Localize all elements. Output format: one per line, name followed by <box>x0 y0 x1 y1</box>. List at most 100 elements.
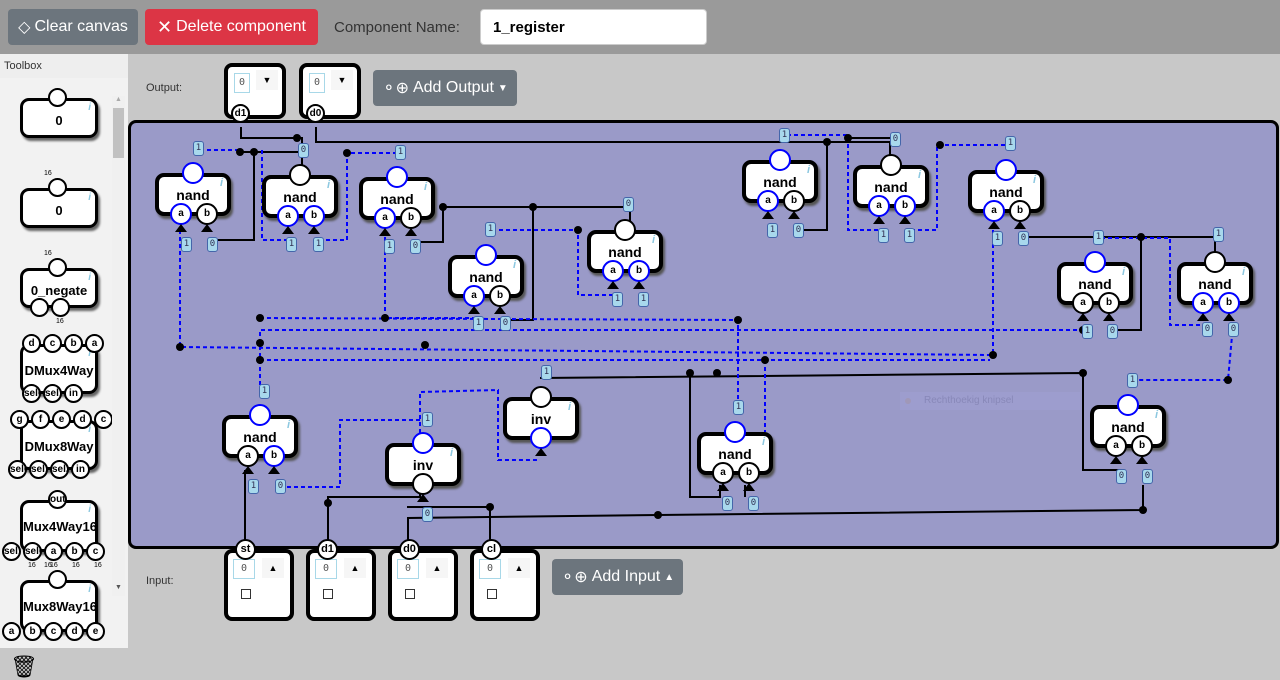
clear-canvas-button[interactable]: ◇Clear canvas <box>8 9 138 45</box>
input-checkbox[interactable] <box>487 589 497 599</box>
active-wire[interactable] <box>259 329 1083 392</box>
input-pin[interactable]: b <box>894 195 916 217</box>
info-icon[interactable]: i <box>567 401 571 413</box>
input-pin[interactable]: a <box>374 207 396 229</box>
input-pin[interactable] <box>530 427 552 449</box>
delete-component-button[interactable]: ✕Delete component <box>145 9 318 45</box>
input-pin[interactable]: a <box>277 205 299 227</box>
input-d1[interactable]: 0▲ <box>306 549 376 621</box>
stepper-up-icon[interactable]: ▲ <box>344 558 366 578</box>
dropdown-caret-icon[interactable]: ▼ <box>331 70 353 90</box>
output-pin[interactable] <box>724 421 746 443</box>
wire[interactable] <box>315 127 891 158</box>
wire[interactable] <box>798 142 828 231</box>
input-pin[interactable]: b <box>263 445 285 467</box>
input-value-field[interactable]: 0 <box>479 559 501 579</box>
input-checkbox[interactable] <box>241 589 251 599</box>
trash-icon[interactable]: 🗑 <box>10 654 38 679</box>
info-icon[interactable]: i <box>917 169 921 181</box>
info-icon[interactable]: i <box>423 181 427 193</box>
active-wire[interactable] <box>1094 237 1207 326</box>
wire[interactable] <box>689 373 721 498</box>
active-wire[interactable] <box>1132 324 1234 381</box>
stepper-up-icon[interactable]: ▲ <box>426 558 448 578</box>
info-icon[interactable]: i <box>1241 266 1245 278</box>
input-pin[interactable]: b <box>628 260 650 282</box>
output-pin[interactable] <box>289 164 311 186</box>
input-checkbox[interactable] <box>323 589 333 599</box>
input-pin[interactable]: b <box>1098 292 1120 314</box>
input-pin[interactable]: b <box>783 190 805 212</box>
scroll-down-icon[interactable]: ▼ <box>115 584 122 591</box>
input-pin[interactable]: a <box>868 195 890 217</box>
info-icon[interactable]: i <box>449 447 453 459</box>
dropdown-caret-icon[interactable]: ▼ <box>256 70 278 90</box>
input-d0[interactable]: 0▲ <box>388 549 458 621</box>
wire[interactable] <box>1025 236 1216 262</box>
output-pin[interactable] <box>1117 394 1139 416</box>
info-icon[interactable]: i <box>761 436 765 448</box>
info-icon[interactable]: i <box>512 259 516 271</box>
input-pin[interactable]: a <box>237 445 259 467</box>
wire[interactable] <box>407 506 491 548</box>
stepper-up-icon[interactable]: ▲ <box>508 558 530 578</box>
input-pin[interactable]: a <box>602 260 624 282</box>
wire[interactable] <box>415 207 444 243</box>
input-pin[interactable]: a <box>1192 292 1214 314</box>
input-checkbox[interactable] <box>405 589 415 599</box>
input-pin[interactable]: a <box>170 203 192 225</box>
input-pin[interactable] <box>412 473 434 495</box>
active-wire[interactable] <box>780 134 883 231</box>
input-value-field[interactable]: 0 <box>397 559 419 579</box>
input-pin[interactable]: b <box>303 205 325 227</box>
input-pin[interactable]: b <box>400 207 422 229</box>
wire[interactable] <box>443 206 631 230</box>
input-pin[interactable]: b <box>1009 200 1031 222</box>
scroll-up-icon[interactable]: ▲ <box>115 96 122 103</box>
input-pin[interactable]: b <box>196 203 218 225</box>
toolbox-scrollbar[interactable]: ▲ ▼ <box>112 96 125 596</box>
info-icon[interactable]: i <box>1121 266 1125 278</box>
info-icon[interactable]: i <box>286 419 290 431</box>
input-pin[interactable]: b <box>489 285 511 307</box>
stepper-up-icon[interactable]: ▲ <box>262 558 284 578</box>
info-icon[interactable]: i <box>1032 174 1036 186</box>
input-value-field[interactable]: 0 <box>315 559 337 579</box>
output-pin[interactable] <box>1204 251 1226 273</box>
input-value-field[interactable]: 0 <box>233 559 255 579</box>
component-name-input[interactable]: 1_register <box>480 9 707 45</box>
output-pin[interactable] <box>769 149 791 171</box>
input-cl[interactable]: 0▲ <box>470 549 540 621</box>
input-pin[interactable]: b <box>1131 435 1153 457</box>
active-wire[interactable] <box>280 419 427 488</box>
active-wire[interactable] <box>259 317 739 408</box>
wire[interactable] <box>407 485 1144 548</box>
input-pin[interactable]: a <box>463 285 485 307</box>
output-pin[interactable] <box>475 244 497 266</box>
active-wire[interactable] <box>485 229 617 296</box>
output-pin[interactable] <box>880 154 902 176</box>
input-pin[interactable]: a <box>983 200 1005 222</box>
output-pin[interactable] <box>249 404 271 426</box>
input-pin[interactable]: a <box>1105 435 1127 457</box>
wire[interactable] <box>212 152 255 241</box>
input-pin[interactable]: b <box>1218 292 1240 314</box>
active-wire[interactable] <box>318 152 397 241</box>
wire[interactable] <box>240 127 303 168</box>
output-pin[interactable] <box>1084 251 1106 273</box>
wire[interactable] <box>1112 237 1142 331</box>
info-icon[interactable]: i <box>326 179 330 191</box>
input-st[interactable]: 0▲ <box>224 549 294 621</box>
input-pin[interactable]: a <box>1072 292 1094 314</box>
add-output-button[interactable]: ⚬⊕Add Output▼ <box>373 70 517 106</box>
input-pin[interactable]: a <box>757 190 779 212</box>
output-pin[interactable] <box>182 162 204 184</box>
info-icon[interactable]: i <box>651 234 655 246</box>
active-wire[interactable] <box>179 230 991 356</box>
output-pin[interactable] <box>995 159 1017 181</box>
scrollbar-thumb[interactable] <box>113 108 124 158</box>
info-icon[interactable]: i <box>219 177 223 189</box>
